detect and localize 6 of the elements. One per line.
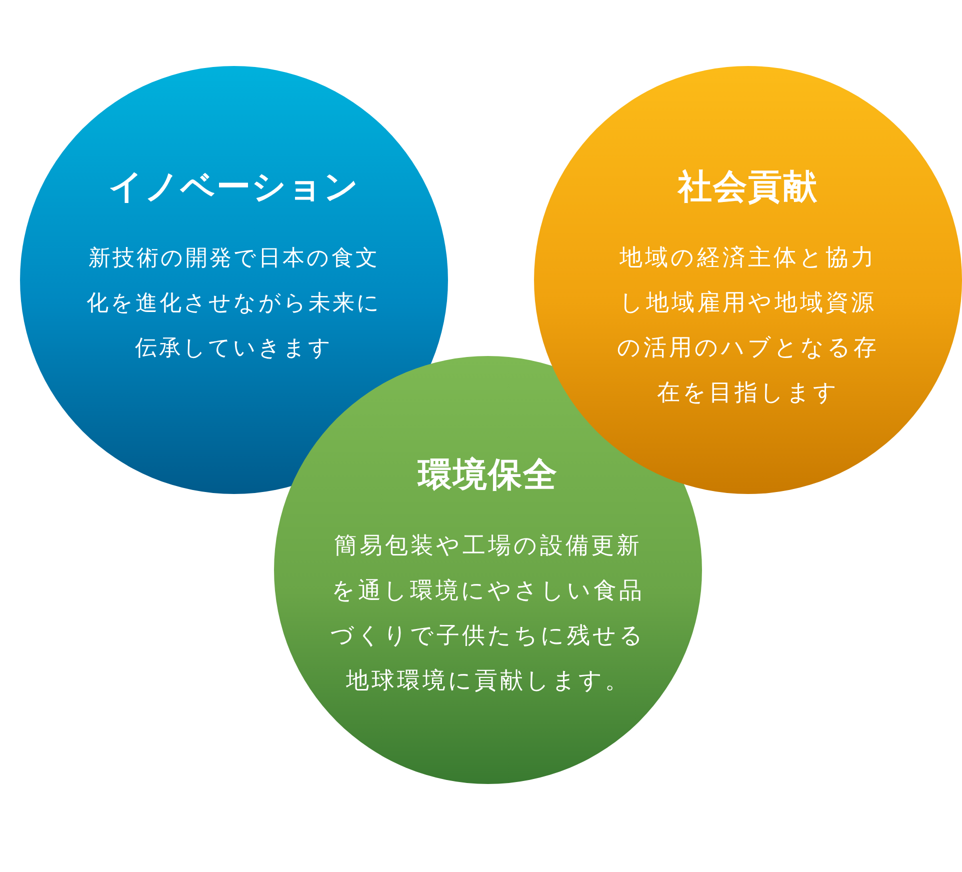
circle-description: 地域の経済主体と協力し地域雇用や地域資源の活用のハブとなる存在を目指します [616, 244, 880, 408]
circle-description: 新技術の開発で日本の食文化を進化させながら未来に伝承していきます [86, 245, 382, 363]
circle-heading: 社会貢献 [678, 166, 818, 209]
circle-heading: イノベーション [108, 166, 360, 209]
circle-description: 簡易包装や工場の設備更新を通し環境にやさしい食品づくりで子供たちに残せる地球環境に貢献します。 [330, 532, 646, 696]
circle-heading: 環境保全 [418, 454, 558, 497]
